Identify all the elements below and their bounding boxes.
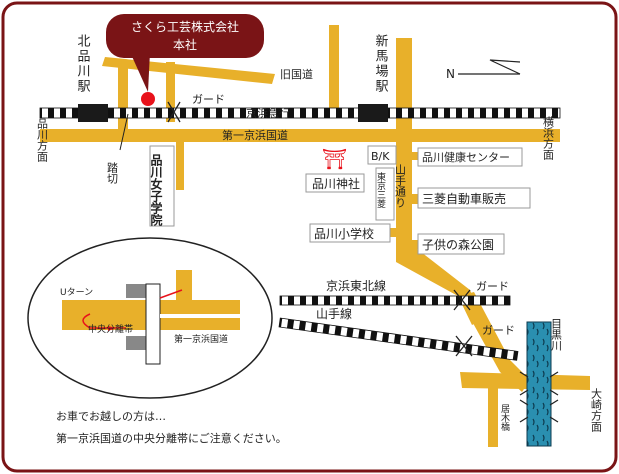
mitsubishi-motors-label: 三菱自動車販売 — [422, 191, 506, 206]
tokyo-mitsubishi-box[interactable] — [375, 167, 395, 221]
keikyu-line — [39, 107, 561, 119]
meguro-river — [526, 321, 552, 447]
road-yamate-south — [458, 292, 530, 392]
bk-box[interactable] — [367, 145, 397, 165]
shinbamba-station-label: 新馬場駅 — [373, 33, 389, 94]
health-center-label: 品川健康センター — [422, 150, 510, 164]
keihin-tohoku-line — [279, 295, 511, 306]
company-name: さくら工芸株式会社 — [131, 19, 239, 34]
yamanote-line — [278, 317, 519, 361]
keikyu-label: 京浜急行 — [246, 106, 290, 120]
guard2-label: ガード — [476, 280, 509, 293]
osaki-direction-label: 大崎方面 — [590, 387, 603, 432]
railways — [39, 107, 561, 361]
tokyo-mitsubishi-label: 東京三菱 — [375, 171, 386, 208]
road-daiichi-keihin — [40, 129, 560, 142]
park-box[interactable] — [417, 233, 505, 255]
company-callout[interactable]: さくら工芸株式会社 本社 — [106, 14, 264, 92]
old-road-label: 旧国道 — [280, 67, 313, 81]
yamanote-label: 山手線 — [316, 306, 352, 321]
shrine-box[interactable] — [305, 173, 365, 193]
kitashinagawa-station-block[interactable] — [78, 104, 108, 122]
shinagawa-direction-label: 品川方面 — [36, 118, 49, 162]
guard-symbols — [167, 101, 473, 357]
crossing-pointer — [119, 113, 129, 151]
elementary-box[interactable] — [309, 223, 391, 243]
road-yamate-dori — [396, 38, 412, 253]
park-label: 子供の森公園 — [422, 237, 494, 252]
north-arrow — [458, 59, 521, 75]
kitashinagawa-station-label: 北品川駅 — [75, 34, 91, 94]
shrine-icon: ⛩ — [322, 147, 347, 171]
footnote-line1: お車でお越しの方は… — [56, 409, 166, 423]
keihin-tohoku-label: 京浜東北線 — [326, 278, 386, 293]
footnote-line2: 第一京浜国道の中央分離帯にご注意ください。 — [56, 431, 287, 445]
crossing-label: 踏切 — [106, 161, 119, 184]
road-yamate-bend — [396, 245, 482, 325]
company-office: 本社 — [173, 37, 197, 52]
yokohama-direction-label: 横浜方面 — [542, 115, 555, 160]
river-label: 目黒川 — [550, 318, 563, 351]
mitsubishi-motors-box[interactable] — [417, 187, 531, 209]
shinbamba-station-block[interactable] — [358, 104, 388, 122]
girls-school-box[interactable] — [149, 145, 175, 227]
road-igi-bridge — [488, 385, 498, 447]
inset-u-turn-label: Uターン — [60, 287, 93, 298]
guard3-label: ガード — [482, 324, 515, 337]
girls-school-label: 品川女子学院 — [149, 154, 163, 227]
road-shinbamba-top — [329, 25, 339, 115]
inset-median-label: 中央分離帯 — [88, 323, 133, 335]
guard1-label: ガード — [192, 93, 225, 106]
inset-road-label: 第一京浜国道 — [174, 333, 228, 345]
bridge-label: 居木橋 — [499, 404, 510, 432]
elementary-label: 品川小学校 — [314, 226, 374, 241]
bk-label: B/K — [371, 150, 390, 163]
road-school — [176, 140, 184, 190]
daiichi-keihin-label: 第一京浜国道 — [222, 128, 288, 142]
road-crossing-vertical — [166, 62, 175, 122]
inset-detail — [27, 237, 273, 399]
north-mark: N — [446, 67, 455, 81]
river-bridge-marks — [519, 371, 559, 423]
health-center-box[interactable] — [417, 147, 523, 167]
company-location-marker[interactable] — [141, 92, 155, 106]
yamate-dori-label: 山手通り — [394, 164, 407, 208]
shrine-label: 品川神社 — [312, 176, 360, 191]
road-kitashinagawa-vertical — [118, 62, 128, 134]
